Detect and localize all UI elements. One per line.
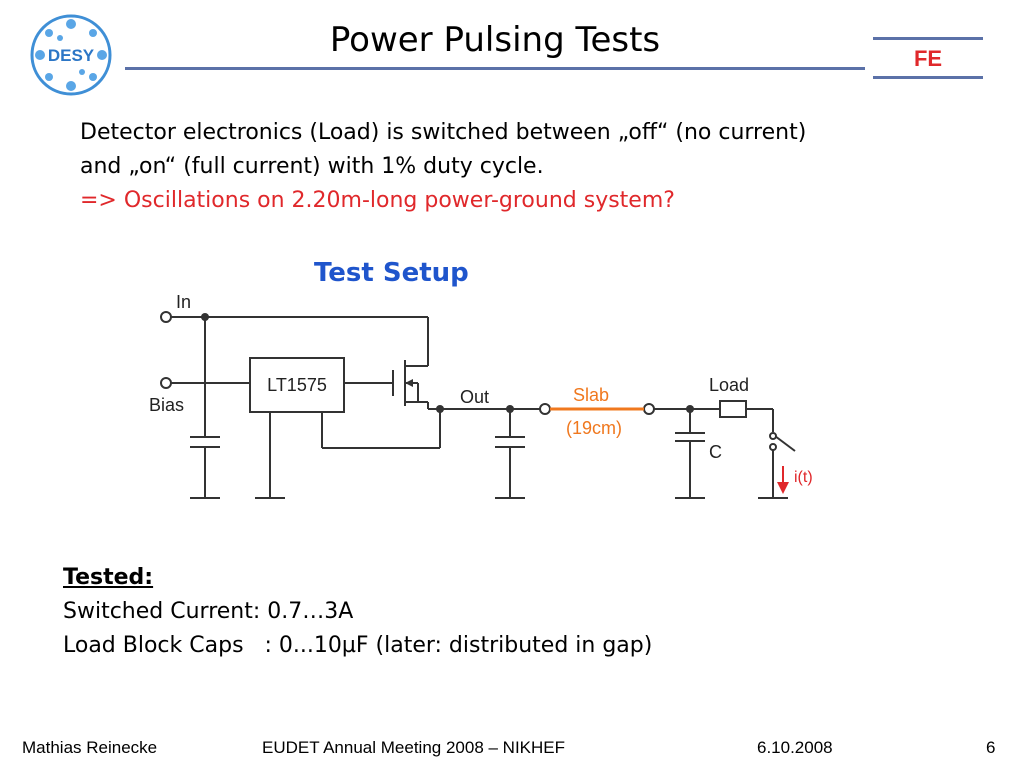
desy-logo: DESY	[30, 14, 112, 96]
title-underline	[125, 67, 865, 70]
page-number: 6	[986, 738, 996, 757]
label-slab: Slab	[573, 385, 609, 405]
footer-event: EUDET Annual Meeting 2008 – NIKHEF	[262, 738, 566, 757]
label-cap: C	[709, 442, 722, 462]
label-slab-length: (19cm)	[566, 418, 622, 438]
slide-title: Power Pulsing Tests	[329, 20, 661, 60]
footer-author: Mathias Reinecke	[22, 738, 158, 757]
intro-question: => Oscillations on 2.20m-long power-grou…	[80, 188, 675, 213]
logo-text: DESY	[48, 46, 95, 65]
label-regulator: LT1575	[267, 375, 327, 395]
intro-text: Detector electronics (Load) is switched …	[80, 116, 806, 218]
tested-load-caps: Load Block Caps : 0...10µF (later: distr…	[63, 633, 653, 658]
badge-bottom-rule	[873, 76, 983, 79]
label-bias: Bias	[149, 395, 184, 415]
tested-heading: Tested:	[63, 565, 154, 590]
footer-date: 6.10.2008	[757, 738, 833, 757]
label-in: In	[176, 292, 191, 312]
label-out: Out	[460, 387, 489, 407]
tested-switched-current: Switched Current: 0.7…3A	[63, 599, 354, 624]
label-current: i(t)	[794, 469, 813, 486]
slide-footer: Mathias Reinecke EUDET Annual Meeting 20…	[0, 730, 1024, 766]
setup-title: Test Setup	[314, 258, 469, 288]
badge-top-rule	[873, 37, 983, 40]
circuit-diagram: In Bias LT1575 Out Load C Slab (19cm) i(…	[149, 292, 813, 499]
tested-section: Tested: Switched Current: 0.7…3A Load Bl…	[63, 561, 652, 663]
intro-line-2: and „on“ (full current) with 1% duty cyc…	[80, 154, 544, 179]
intro-line-1: Detector electronics (Load) is switched …	[80, 120, 807, 145]
label-load: Load	[709, 375, 749, 395]
fe-badge: FE	[913, 46, 943, 71]
